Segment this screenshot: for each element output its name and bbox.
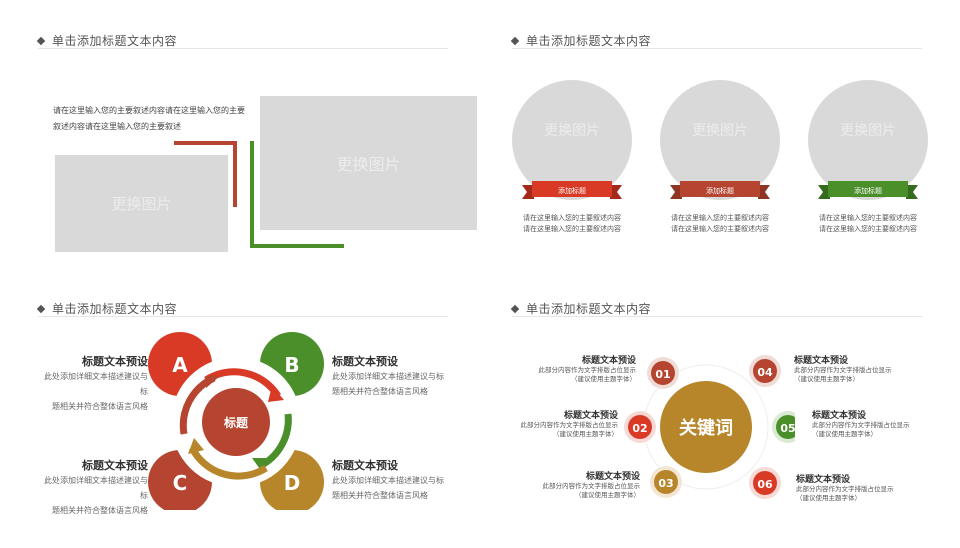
red-frame-line <box>174 141 237 145</box>
arc-green <box>258 413 292 470</box>
image-placeholder[interactable]: 更换图片 <box>260 96 477 230</box>
circle-image-placeholder[interactable]: 更换图片 <box>808 80 928 200</box>
circle-image-placeholder[interactable]: 更换图片 <box>660 80 780 200</box>
letter-a: A <box>172 353 188 377</box>
node-04: 04 <box>757 366 773 379</box>
panel1-rule <box>38 48 448 49</box>
green-frame-line <box>250 244 344 248</box>
panel3-title: 单击添加标题文本内容 <box>36 300 177 317</box>
ribbon-label: 添加标题 <box>558 186 586 195</box>
node-03: 03 <box>658 477 673 490</box>
center-label: 标题 <box>223 415 249 430</box>
center-circle <box>202 388 270 456</box>
node-05: 05 <box>780 422 795 435</box>
panel4-title: 单击添加标题文本内容 <box>510 300 651 317</box>
panel1-description: 请在这里输入您的主要叙述内容请在这里输入您的主要 叙述内容请在这里输入您的主要叙… <box>53 106 245 131</box>
red-frame-line <box>233 141 237 207</box>
panel3-rule <box>38 316 448 317</box>
ribbon-banner: 添加标题 <box>670 181 770 199</box>
panel2-rule <box>512 48 922 49</box>
text-block-a: 标题文本预设 此处添加详细文本描述建议与标 题相关并符合整体语言风格 <box>44 355 148 411</box>
green-frame-line <box>250 141 254 248</box>
diamond-bullet-icon <box>36 304 46 313</box>
keyword-circle <box>660 381 752 473</box>
text-block-01: 标题文本预设 此部分内容作为文字排版占位显示 （建议使用主题字体） <box>538 356 637 383</box>
node-02: 02 <box>632 422 647 435</box>
node-01: 01 <box>655 368 670 381</box>
item-caption: 请在这里输入您的主要叙述内容 请在这里输入您的主要叙述内容 <box>671 214 769 233</box>
text-block-b: 标题文本预设 此处添加详细文本描述建议与标 题相关并符合整体语言风格 <box>332 355 444 396</box>
text-block-06: 标题文本预设 此部分内容作为文字排版占位显示 （建议使用主题字体） <box>796 475 894 502</box>
node-06: 06 <box>757 478 773 491</box>
panel4-rule <box>512 316 922 317</box>
text-block-d: 标题文本预设 此处添加详细文本描述建议与标 题相关并符合整体语言风格 <box>332 459 444 500</box>
ribbon-label: 添加标题 <box>854 186 882 195</box>
keyword-label: 关键词 <box>679 417 733 439</box>
panel2-title: 单击添加标题文本内容 <box>510 32 651 49</box>
text-block-04: 标题文本预设 此部分内容作为文字排版占位显示 （建议使用主题字体） <box>794 356 892 383</box>
letter-d: D <box>284 471 301 495</box>
text-block-03: 标题文本预设 此部分内容作为文字排版占位显示 （建议使用主题字体） <box>542 472 641 499</box>
image-placeholder[interactable]: 更换图片 <box>55 155 228 252</box>
text-block-05: 标题文本预设 此部分内容作为文字排版占位显示 （建议使用主题字体） <box>812 411 910 438</box>
arc-gold <box>188 446 268 480</box>
abcd-cycle-diagram: 标题 A B C D <box>148 332 324 510</box>
ribbon-label: 添加标题 <box>706 186 734 195</box>
panel1-title: 单击添加标题文本内容 <box>36 32 177 49</box>
ribbon-banner: 添加标题 <box>522 181 622 199</box>
diamond-bullet-icon <box>510 304 520 313</box>
ribbon-banner: 添加标题 <box>818 181 918 199</box>
text-block-c: 标题文本预设 此处添加详细文本描述建议与标 题相关并符合整体语言风格 <box>44 459 148 515</box>
letter-c: C <box>173 471 188 495</box>
text-block-02: 标题文本预设 此部分内容作为文字排版占位显示 （建议使用主题字体） <box>520 411 619 438</box>
letter-b: B <box>284 353 299 377</box>
circle-image-placeholder[interactable]: 更换图片 <box>512 80 632 200</box>
item-caption: 请在这里输入您的主要叙述内容 请在这里输入您的主要叙述内容 <box>819 214 917 233</box>
diamond-bullet-icon <box>510 36 520 45</box>
item-caption: 请在这里输入您的主要叙述内容 请在这里输入您的主要叙述内容 <box>523 214 621 233</box>
diamond-bullet-icon <box>36 36 46 45</box>
keyword-hub-diagram: 关键词 01 02 03 04 05 06 <box>624 355 795 499</box>
